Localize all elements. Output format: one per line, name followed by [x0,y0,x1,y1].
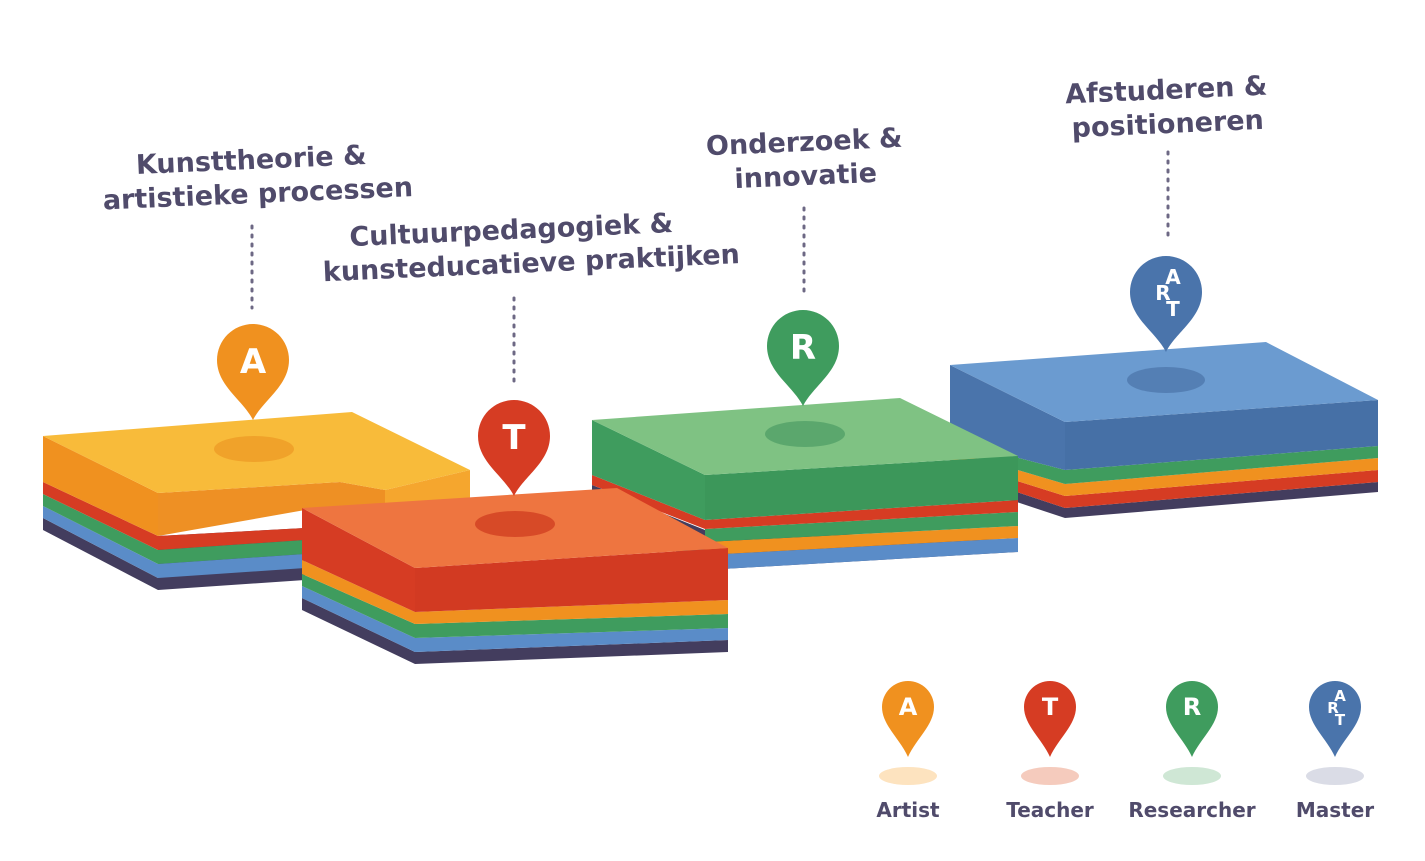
legend-master-icon: A R T [1309,681,1361,757]
svg-text:A: A [899,693,918,721]
legend-master-shadow [1306,767,1364,785]
pin-master-letter-a: A [1165,265,1181,289]
label-artist-stage: Kunsttheorie & artistieke processen [101,137,413,218]
pin-teacher-letter: T [502,418,526,458]
pin-master-icon: A R T [1130,256,1202,352]
legend-label-teacher: Teacher [1006,798,1094,822]
svg-text:R: R [1327,699,1339,717]
pin-artist-letter: A [240,342,267,382]
pin-master-letter-r: R [1155,281,1170,305]
legend-teacher-icon: T [1024,681,1076,757]
svg-text:R: R [1183,693,1201,721]
pin-researcher-icon: R [767,310,839,406]
legend-researcher-icon: R [1166,681,1218,757]
pin-teacher-icon: T [478,400,550,496]
block-researcher [592,398,1018,570]
label-master-stage: Afstuderen & positioneren [1061,69,1274,146]
block-master [950,342,1378,518]
legend-teacher-shadow [1021,767,1079,785]
legend-artist-icon: A [882,681,934,757]
pin-researcher-letter: R [790,328,816,368]
legend: A T R A R T [879,681,1364,785]
legend-researcher-shadow [1163,767,1221,785]
legend-label-researcher: Researcher [1128,798,1256,822]
legend-label-artist: Artist [876,798,940,822]
block-artist [43,412,470,590]
block-teacher [302,488,728,664]
legend-label-master: Master [1295,798,1375,822]
label-researcher-stage: Onderzoek & innovatie [699,121,912,198]
pin-master-letter-t: T [1166,297,1180,321]
svg-text:A: A [1334,687,1346,705]
legend-artist-shadow [879,767,937,785]
svg-text:T: T [1042,693,1059,721]
pin-artist-icon: A [217,324,289,420]
svg-text:T: T [1335,711,1346,729]
